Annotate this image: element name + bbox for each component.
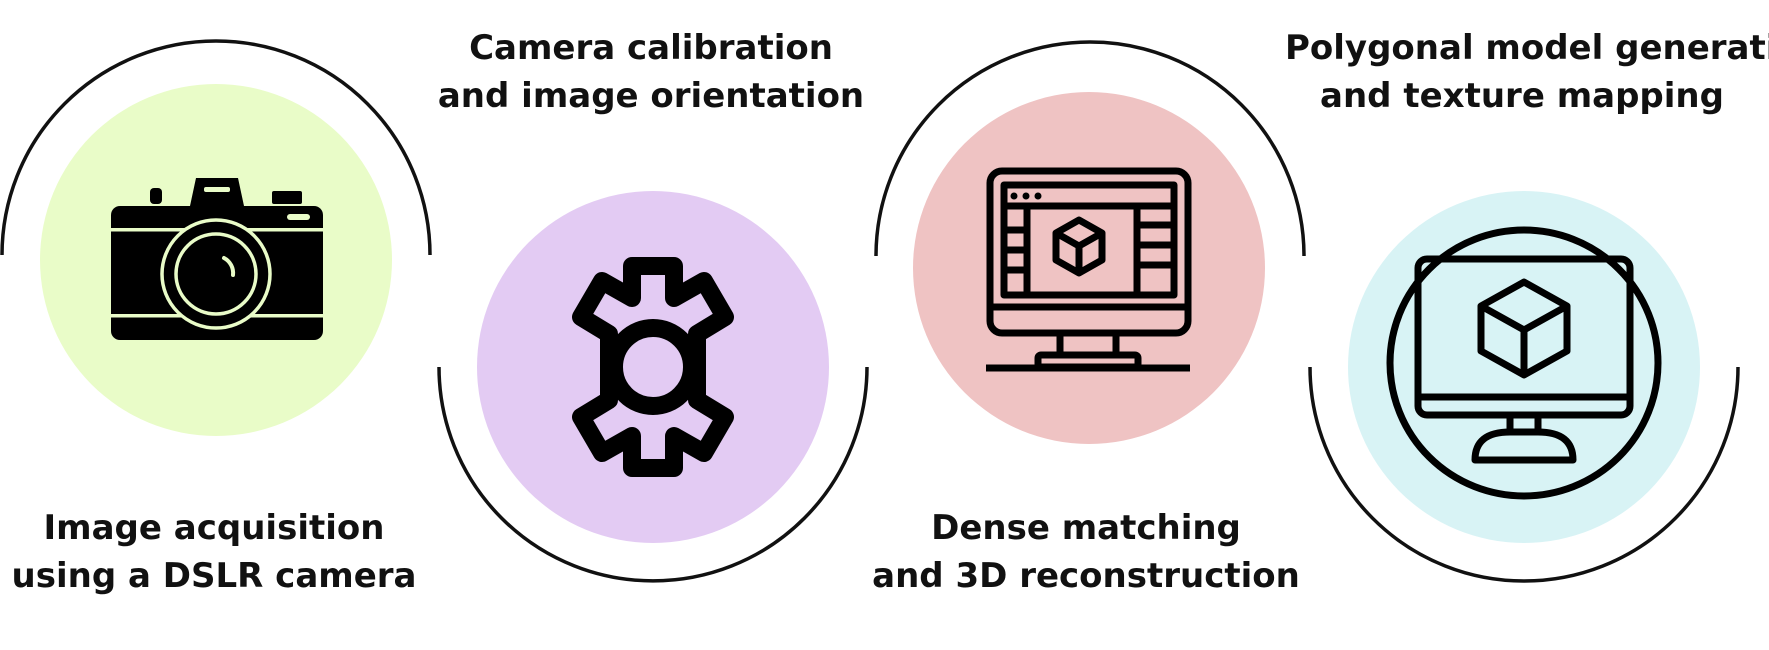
step-1-label: Image acquisition using a DSLR camera [0, 504, 434, 600]
step-4-label: Polygonal model generation and texture m… [1285, 24, 1769, 120]
gear-icon [572, 257, 734, 477]
step-2-circle [477, 191, 829, 543]
window-dots-icon [1010, 192, 1042, 200]
step-2-arc [437, 366, 869, 583]
step-2-camera-calibration [437, 191, 869, 583]
monitor-3d-software-icon [986, 167, 1192, 372]
camera-icon [111, 178, 323, 340]
step-4-label-line1: Polygonal model generation [1285, 28, 1769, 68]
step-1-image-acquisition [0, 39, 432, 436]
step-4-polygonal-model [1308, 191, 1740, 583]
step-3-arc [874, 40, 1306, 257]
monitor-3d-cube-icon [1386, 226, 1662, 500]
step-1-arc [0, 39, 432, 256]
step-3-label-line2: and 3D reconstruction [872, 556, 1300, 596]
step-2-label-line1: Camera calibration [469, 28, 833, 68]
step-2-label: Camera calibration and image orientation [431, 24, 871, 120]
step-3-label-line1: Dense matching [931, 508, 1241, 548]
step-1-label-line1: Image acquisition [43, 508, 385, 548]
step-4-arc [1308, 366, 1740, 583]
step-4-label-line2: and texture mapping [1320, 76, 1724, 116]
step-1-label-line2: using a DSLR camera [11, 556, 417, 596]
step-3-dense-matching [874, 40, 1306, 444]
step-3-label: Dense matching and 3D reconstruction [866, 504, 1306, 600]
step-2-label-line2: and image orientation [437, 76, 865, 116]
